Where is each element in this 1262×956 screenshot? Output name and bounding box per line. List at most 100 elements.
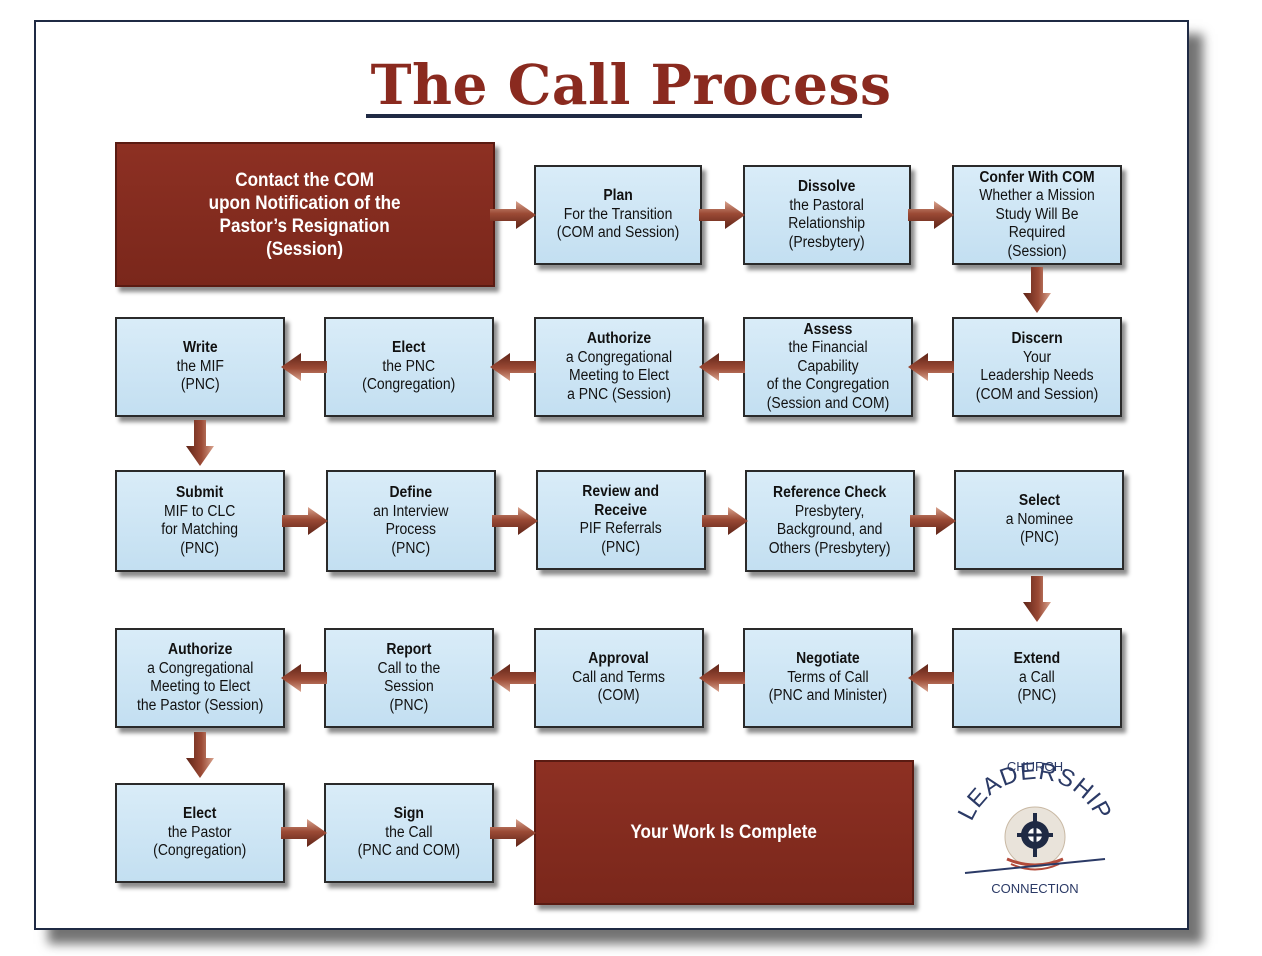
step-elect-pastor: Elect the Pastor (Congregation) [115, 783, 285, 883]
step-heading: Authorize [586, 330, 652, 347]
step-report: Report Call to the Session (PNC) [324, 628, 494, 728]
step-details: Terms of Call (PNC and Minister) [768, 668, 888, 705]
step-heading: Dissolve [798, 178, 856, 195]
step-details: a Nominee (PNC) [1005, 510, 1073, 547]
step-heading: Discern [1011, 330, 1063, 347]
step-label: Authorize a Congregational Meeting to El… [137, 641, 263, 715]
step-label: Confer With COM Whether a Mission Study … [966, 169, 1108, 262]
flow-arrow-icon [281, 819, 327, 847]
step-elect-pnc: Elect the PNC (Congregation) [324, 317, 494, 417]
step-label: Negotiate Terms of Call (PNC and Ministe… [769, 650, 888, 706]
step-label: Approval Call and Terms (COM) [573, 650, 666, 706]
page-title: The Call Process [370, 52, 892, 117]
flow-arrow-icon [699, 201, 745, 229]
flow-arrow-icon [186, 420, 214, 466]
step-approval: Approval Call and Terms (COM) [534, 628, 704, 728]
church-leadership-connection-logo: CHURCH LEADERSHIP CONNECTION [955, 758, 1115, 896]
step-heading: Review and Receive [582, 483, 660, 519]
step-details: Whether a Mission Study Will Be Required… [979, 187, 1095, 260]
step-contact-com: Contact the COM upon Notification of the… [115, 142, 495, 287]
step-heading: Define [389, 484, 433, 501]
step-label: Elect the PNC (Congregation) [362, 339, 455, 395]
step-write-mif: Write the MIF (PNC) [115, 317, 285, 417]
flow-arrow-icon [281, 664, 327, 692]
flow-arrow-icon [490, 353, 536, 381]
step-dissolve: Dissolve the Pastoral Relationship (Pres… [743, 165, 911, 265]
step-heading: Approval [588, 650, 650, 668]
step-heading: Extend [1013, 650, 1061, 668]
step-submit-mif: Submit MIF to CLC for Matching (PNC) [115, 470, 285, 572]
step-extend: Extend a Call (PNC) [952, 628, 1122, 728]
step-details: Call and Terms (COM) [572, 668, 666, 705]
flow-arrow-icon [490, 664, 536, 692]
step-authorize-pastor: Authorize a Congregational Meeting to El… [115, 628, 285, 728]
flow-arrow-icon [699, 664, 745, 692]
step-reference: Reference Check Presbytery, Background, … [745, 470, 915, 572]
step-label: Your Work Is Complete [631, 821, 818, 844]
step-heading: Reference Check [773, 484, 887, 501]
flow-arrow-icon [281, 353, 327, 381]
flow-arrow-icon [702, 507, 748, 535]
step-details: Call to the Session (PNC) [377, 659, 441, 714]
step-details: MIF to CLC for Matching (PNC) [161, 502, 239, 557]
step-heading: Assess [803, 320, 853, 338]
flow-arrow-icon [910, 507, 956, 535]
step-label: Submit MIF to CLC for Matching (PNC) [162, 484, 239, 558]
step-heading: Plan [603, 187, 633, 205]
step-heading: Elect [392, 339, 426, 357]
logo-church-text: CHURCH [1007, 759, 1063, 774]
step-heading: Negotiate [796, 650, 860, 668]
step-heading: Authorize [167, 641, 233, 658]
step-label: Elect the Pastor (Congregation) [153, 805, 246, 861]
step-label: Write the MIF (PNC) [176, 339, 223, 395]
step-label: Assess the Financial Capability of the C… [757, 321, 899, 414]
step-label: Plan For the Transition (COM and Session… [557, 187, 679, 243]
step-heading: Confer With COM [979, 168, 1095, 186]
step-label: Select a Nominee (PNC) [1005, 492, 1072, 548]
flow-arrow-icon [908, 201, 954, 229]
step-heading: Write [182, 339, 218, 357]
step-heading: Elect [183, 805, 217, 823]
step-heading: Submit [176, 484, 224, 501]
step-label: Contact the COM upon Notification of the… [209, 169, 401, 261]
flow-arrow-icon [490, 201, 536, 229]
step-details: the Pastoral Relationship (Presbytery) [788, 196, 866, 251]
step-heading: Sign [393, 805, 425, 823]
logo-connection-text: CONNECTION [991, 881, 1078, 896]
flow-arrow-icon [699, 353, 745, 381]
flow-arrow-icon [492, 507, 538, 535]
step-label: Define an Interview Process (PNC) [373, 484, 448, 558]
step-sign: Sign the Call (PNC and COM) [324, 783, 494, 883]
flow-arrow-icon [908, 664, 954, 692]
title-underline [366, 114, 862, 118]
flow-arrow-icon [490, 819, 536, 847]
step-details: a Call (PNC) [1017, 668, 1057, 705]
flow-arrow-icon [186, 732, 214, 778]
step-details: Your Leadership Needs (COM and Session) [975, 348, 1099, 403]
step-discern: Discern Your Leadership Needs (COM and S… [952, 317, 1122, 417]
step-review: Review and Receive PIF Referrals (PNC) [536, 470, 706, 570]
step-label: Reference Check Presbytery, Background, … [769, 484, 891, 558]
step-label: Report Call to the Session (PNC) [378, 641, 441, 715]
step-heading: Report [386, 641, 432, 658]
step-define: Define an Interview Process (PNC) [326, 470, 496, 572]
step-details: an Interview Process (PNC) [373, 502, 449, 557]
step-label: Discern Your Leadership Needs (COM and S… [976, 330, 1098, 404]
step-negotiate: Negotiate Terms of Call (PNC and Ministe… [743, 628, 913, 728]
step-plan: Plan For the Transition (COM and Session… [534, 165, 702, 265]
flow-arrow-icon [908, 353, 954, 381]
step-label: Dissolve the Pastoral Relationship (Pres… [789, 178, 866, 252]
step-complete: Your Work Is Complete [534, 760, 914, 905]
step-details: the Pastor (Congregation) [153, 823, 247, 860]
step-label: Review and Receive PIF Referrals (PNC) [580, 483, 662, 557]
step-heading: Select [1018, 492, 1060, 510]
step-assess: Assess the Financial Capability of the C… [743, 317, 913, 417]
step-label: Sign the Call (PNC and COM) [358, 805, 460, 861]
step-heading: Your Work Is Complete [630, 822, 818, 843]
step-authorize-pnc: Authorize a Congregational Meeting to El… [534, 317, 704, 417]
step-details: Presbytery, Background, and Others (Pres… [769, 502, 891, 557]
step-details: the Call (PNC and COM) [357, 823, 461, 860]
step-label: Authorize a Congregational Meeting to El… [566, 330, 672, 404]
step-details: a Congregational Meeting to Elect the Pa… [136, 659, 264, 714]
step-details: a Congregational Meeting to Elect a PNC … [565, 348, 673, 403]
